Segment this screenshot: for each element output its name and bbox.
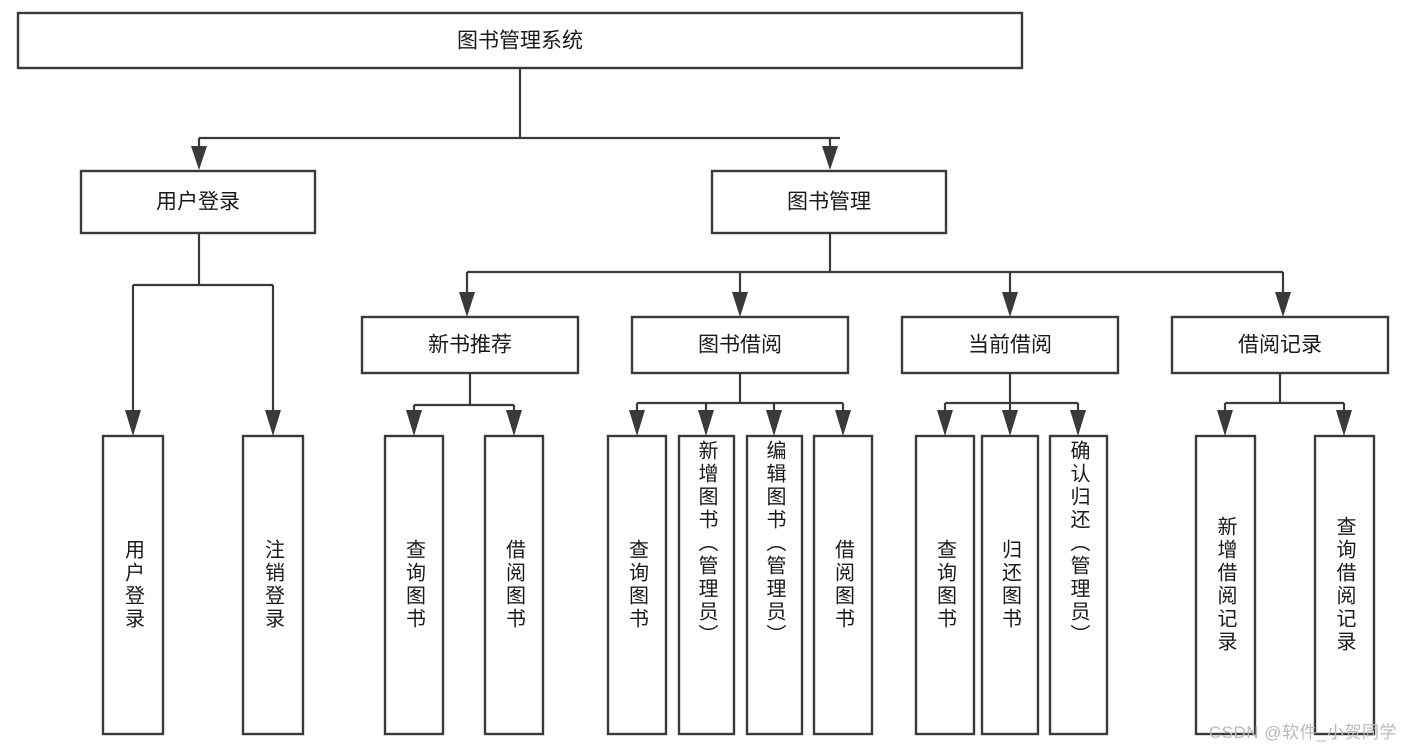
arrow-leaf-query-book-3 xyxy=(937,410,953,436)
leaf-label-confirm-return-wrap: 确认归还（管理员） xyxy=(1050,440,1107,730)
leaf-label-user-logout-wrap: 注销登录 xyxy=(243,436,303,734)
book-borrow-box[interactable] xyxy=(630,315,850,375)
node-root[interactable]: 图书管理系统 xyxy=(16,11,1024,70)
leaf-label-query-book-3-wrap: 查询图书 xyxy=(916,436,974,734)
leaf-label-add-record: 新增借阅记录 xyxy=(1214,516,1236,654)
leaf-box-query-book-3[interactable] xyxy=(914,434,976,736)
arrow-leaf-borrow-book-2 xyxy=(835,410,851,436)
leaf-label-borrow-book-2-wrap: 借阅图书 xyxy=(814,436,872,734)
leaf-box-user-login[interactable] xyxy=(101,434,165,736)
edges-layer xyxy=(125,68,1352,436)
leaf-label-add-book-wrap: 新增图书（管理员） xyxy=(679,440,734,730)
leaf-label-query-book-1-wrap: 查询图书 xyxy=(385,436,443,734)
leaf-label-return-book: 归还图书 xyxy=(998,539,1021,631)
borrow-record-box[interactable] xyxy=(1170,315,1390,375)
leaf-label-user-login-wrap: 用户登录 xyxy=(103,436,163,734)
leaf-box-user-logout[interactable] xyxy=(241,434,305,736)
leaf-label-query-book-1: 查询图书 xyxy=(402,539,425,631)
leaf-label-return-book-wrap: 归还图书 xyxy=(982,436,1038,734)
current-borrow-label: 当前借阅 xyxy=(968,334,1052,357)
arrow-leaf-return-book xyxy=(1002,410,1018,436)
node-user-login[interactable]: 用户登录 xyxy=(79,169,317,235)
arrow-leaf-query-book-2 xyxy=(629,410,645,436)
leaf-label-borrow-book-2: 借阅图书 xyxy=(831,539,854,631)
arrow-book-borrow xyxy=(732,292,748,317)
node-book-manage[interactable]: 图书管理 xyxy=(710,169,948,235)
leaf-label-add-record-wrap: 新增借阅记录 xyxy=(1196,436,1255,734)
leaf-box-borrow-book-2[interactable] xyxy=(812,434,874,736)
user-login-box[interactable] xyxy=(79,169,317,235)
leaf-label-query-record: 查询借阅记录 xyxy=(1333,516,1355,654)
root-label: 图书管理系统 xyxy=(457,30,583,53)
current-borrow-box[interactable] xyxy=(900,315,1120,375)
book-borrow-label: 图书借阅 xyxy=(698,334,782,357)
leaf-box-edit-book[interactable] xyxy=(745,434,804,736)
arrow-leaf-query-record xyxy=(1336,410,1352,436)
leaf-box-add-book[interactable] xyxy=(677,434,736,736)
leaf-label-edit-book-wrap: 编辑图书（管理员） xyxy=(747,440,802,730)
leaf-label-confirm-return: 确认归还（管理员） xyxy=(1067,440,1089,647)
arrow-leaf-borrow-book-1 xyxy=(506,410,522,436)
arrow-leaf-user-login xyxy=(125,410,141,436)
book-manage-label: 图书管理 xyxy=(787,191,871,214)
arrow-book-manage xyxy=(822,146,838,170)
user-login-label: 用户登录 xyxy=(156,191,240,214)
leaves-layer xyxy=(101,434,1376,736)
node-book-borrow[interactable]: 图书借阅 xyxy=(630,315,850,375)
arrow-leaf-query-book-1 xyxy=(406,410,422,436)
leaf-box-borrow-book-1[interactable] xyxy=(483,434,545,736)
leaf-label-query-book-3: 查询图书 xyxy=(933,539,956,631)
new-book-rec-label: 新书推荐 xyxy=(428,334,512,357)
leaf-box-confirm-return[interactable] xyxy=(1048,434,1109,736)
node-borrow-record[interactable]: 借阅记录 xyxy=(1170,315,1390,375)
leaf-label-query-record-wrap: 查询借阅记录 xyxy=(1315,436,1374,734)
leaf-box-return-book[interactable] xyxy=(980,434,1040,736)
leaf-label-edit-book: 编辑图书（管理员） xyxy=(763,440,785,647)
leaf-label-borrow-book-1-wrap: 借阅图书 xyxy=(485,436,543,734)
leaf-label-user-login: 用户登录 xyxy=(121,539,144,631)
arrow-current-borrow xyxy=(1002,292,1018,317)
leaf-box-query-book-1[interactable] xyxy=(383,434,445,736)
arrow-leaf-edit-book xyxy=(766,410,782,436)
leaf-label-query-book-2-wrap: 查询图书 xyxy=(608,436,666,734)
leaf-label-query-book-2: 查询图书 xyxy=(625,539,648,631)
node-current-borrow[interactable]: 当前借阅 xyxy=(900,315,1120,375)
leaf-box-query-book-2[interactable] xyxy=(606,434,668,736)
arrow-leaf-add-record xyxy=(1217,410,1233,436)
leaf-label-add-book: 新增图书（管理员） xyxy=(695,440,717,647)
leaf-box-query-record[interactable] xyxy=(1313,434,1376,736)
leaf-box-add-record[interactable] xyxy=(1194,434,1257,736)
arrow-new-book-rec xyxy=(459,292,475,317)
arrow-leaf-user-logout xyxy=(265,410,281,436)
arrow-user-login xyxy=(191,146,207,170)
arrow-leaf-add-book xyxy=(698,410,714,436)
root-box[interactable] xyxy=(16,11,1024,70)
leaf-label-borrow-book-1: 借阅图书 xyxy=(502,539,525,631)
book-manage-box[interactable] xyxy=(710,169,948,235)
node-new-book-rec[interactable]: 新书推荐 xyxy=(360,315,580,375)
arrow-borrow-record xyxy=(1275,292,1291,317)
new-book-rec-box[interactable] xyxy=(360,315,580,375)
leaf-label-user-logout: 注销登录 xyxy=(261,539,284,631)
arrow-leaf-confirm-return xyxy=(1070,410,1086,436)
borrow-record-label: 借阅记录 xyxy=(1238,334,1322,357)
